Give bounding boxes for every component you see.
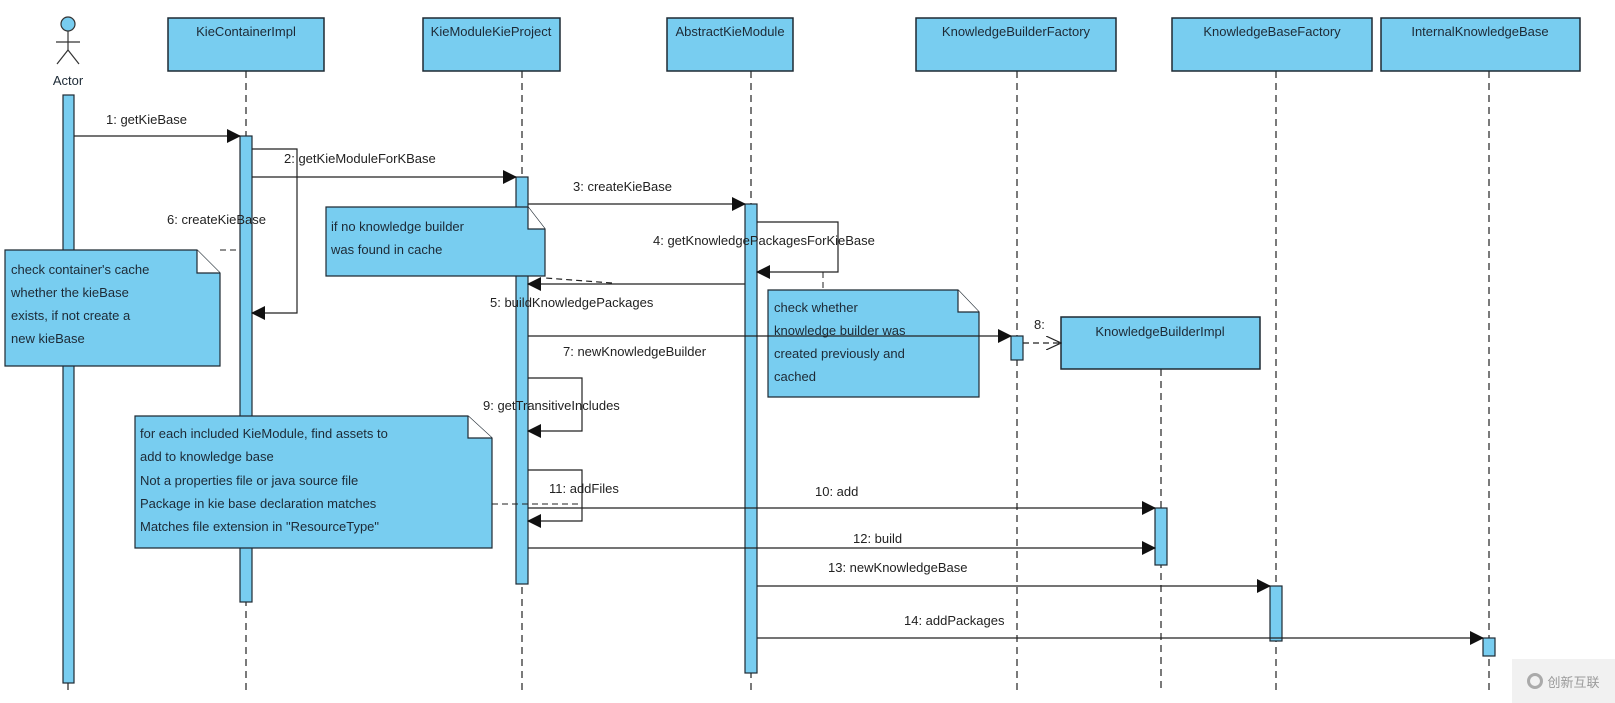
note-line: check container's cache [11, 262, 149, 277]
message-label: 2: getKieModuleForKBase [284, 151, 436, 166]
message-label: 6: createKieBase [167, 212, 266, 227]
note-line: Matches file extension in "ResourceType" [140, 519, 379, 534]
activation-knowledge-base-factory [1269, 585, 1283, 642]
note-line: for each included KieModule, find assets… [140, 426, 388, 441]
message-label: 1: getKieBase [106, 112, 187, 127]
message-13[interactable]: 13: newKnowledgeBase [757, 560, 1271, 593]
note-each-module[interactable]: for each included KieModule, find assets… [134, 415, 582, 549]
actor-head-icon [60, 16, 76, 32]
note-line: add to knowledge base [140, 449, 274, 464]
watermark-text: 创新互联 [1547, 675, 1600, 691]
message-10[interactable]: 10: add [528, 484, 1156, 515]
message-label: 10: add [815, 484, 858, 499]
lifeline-knowledge-base-factory[interactable]: KnowledgeBaseFactory [1171, 17, 1373, 72]
lifeline-internal-knowledge-base[interactable]: InternalKnowledgeBase [1380, 17, 1581, 72]
message-label: 3: createKieBase [573, 179, 672, 194]
actor[interactable]: Actor [53, 16, 84, 88]
message-14[interactable]: 14: addPackages [757, 613, 1484, 645]
lifeline-label: KnowledgeBaseFactory [1203, 24, 1341, 39]
message-label: 4: getKnowledgePackagesForKieBase [653, 233, 875, 248]
note-line: check whether [774, 300, 858, 315]
message-label: 5: buildKnowledgePackages [490, 295, 654, 310]
note-line: exists, if not create a [11, 308, 131, 323]
message-6-self[interactable]: 6: createKieBase [167, 148, 298, 320]
note-line: if no knowledge builder [331, 219, 465, 234]
message-label: 13: newKnowledgeBase [828, 560, 968, 575]
message-5[interactable]: 5: buildKnowledgePackages [490, 277, 745, 310]
message-label: 14: addPackages [904, 613, 1005, 628]
message-4-self[interactable]: 4: getKnowledgePackagesForKieBase [653, 221, 875, 279]
message-label: 8: [1034, 317, 1045, 332]
note-line: whether the kieBase [10, 285, 129, 300]
activation-internal-knowledge-base [1482, 637, 1496, 657]
lifeline-label: AbstractKieModule [675, 24, 784, 39]
lifeline-knowledge-builder-factory[interactable]: KnowledgeBuilderFactory [915, 17, 1117, 72]
note-check-builder[interactable]: check whether knowledge builder was crea… [767, 272, 980, 398]
message-3[interactable]: 3: createKieBase [528, 179, 746, 211]
message-12[interactable]: 12: build [528, 531, 1156, 555]
lifeline-kie-module-kie-project[interactable]: KieModuleKieProject [422, 17, 561, 72]
lifeline-label: KnowledgeBuilderImpl [1095, 324, 1224, 339]
message-7[interactable]: 7: newKnowledgeBuilder [528, 329, 1012, 359]
message-label: 12: build [853, 531, 902, 546]
note-line: new kieBase [11, 331, 85, 346]
note-line: Package in kie base declaration matches [140, 496, 377, 511]
activation-knowledge-builder-factory [1010, 335, 1024, 361]
message-label: 11: addFiles [549, 481, 619, 496]
note-no-builder[interactable]: if no knowledge builder was found in cac… [325, 206, 546, 277]
note-line: knowledge builder was [774, 323, 906, 338]
note-line: cached [774, 369, 816, 384]
activation-kie-module-kie-project [515, 176, 529, 585]
message-11-self[interactable]: 11: addFiles [527, 469, 619, 528]
message-8-create[interactable]: 8: [1023, 317, 1061, 343]
note-container-cache[interactable]: check container's cache whether the kieB… [4, 249, 240, 367]
actor-label: Actor [53, 73, 84, 88]
message-9-self[interactable]: 9: getTransitiveIncludes [483, 377, 620, 438]
message-2[interactable]: 2: getKieModuleForKBase [252, 151, 517, 184]
message-label: 9: getTransitiveIncludes [483, 398, 620, 413]
message-1[interactable]: 1: getKieBase [74, 112, 241, 143]
note-line: was found in cache [330, 242, 442, 257]
watermark-logo-icon [1527, 673, 1544, 689]
message-label: 7: newKnowledgeBuilder [563, 344, 707, 359]
activation-abstract-kie-module [744, 203, 758, 674]
activation-knowledge-builder-impl [1154, 507, 1168, 566]
lifeline-abstract-kie-module[interactable]: AbstractKieModule [666, 17, 794, 72]
lifeline-knowledge-builder-impl[interactable]: KnowledgeBuilderImpl [1060, 316, 1261, 370]
lifeline-label: KnowledgeBuilderFactory [942, 24, 1091, 39]
lifeline-label: InternalKnowledgeBase [1411, 24, 1548, 39]
watermark: 创新互联 [1512, 659, 1615, 703]
note-line: Not a properties file or java source fil… [140, 473, 358, 488]
note-line: created previously and [774, 346, 905, 361]
lifeline-label: KieContainerImpl [196, 24, 296, 39]
lifeline-kie-container-impl[interactable]: KieContainerImpl [167, 17, 325, 72]
lifeline-label: KieModuleKieProject [431, 24, 552, 39]
activation-actor [62, 94, 75, 684]
